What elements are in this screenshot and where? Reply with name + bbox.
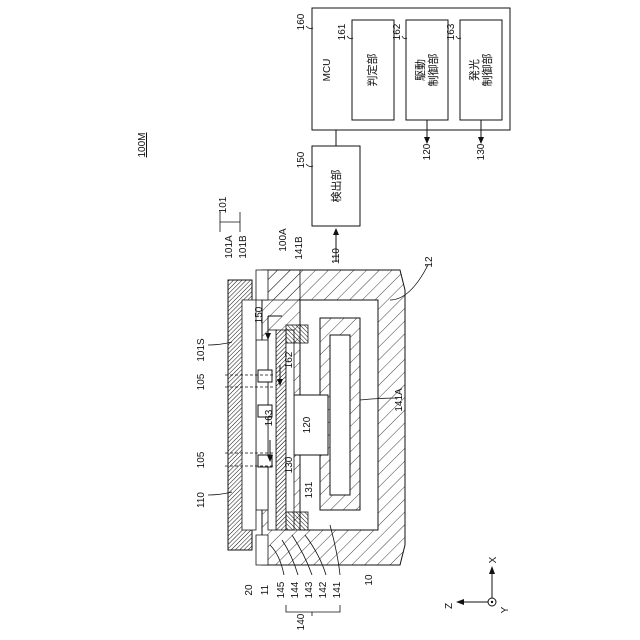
svg-text:130: 130 (284, 456, 295, 473)
judge-label: 判定部 (365, 54, 379, 87)
ref-160: 160 (296, 13, 307, 30)
svg-text:142: 142 (318, 581, 329, 598)
axes-indicator: X Z Y (444, 556, 511, 613)
mcu-label: MCU (322, 59, 333, 82)
svg-text:101B: 101B (238, 235, 249, 259)
svg-text:145: 145 (276, 581, 287, 598)
detect-label: 検出部 (329, 170, 343, 203)
svg-text:144: 144 (290, 581, 301, 598)
ref-120-out: 120 (422, 143, 433, 160)
axis-y-label: Y (500, 606, 511, 613)
ref-120: 120 (302, 416, 313, 433)
svg-text:141B: 141B (294, 236, 305, 260)
svg-text:100A: 100A (278, 228, 289, 252)
emit-label-2: 制御部 (480, 54, 494, 87)
svg-text:105: 105 (196, 451, 207, 468)
svg-text:101A: 101A (224, 235, 235, 259)
axis-z-label: Z (444, 603, 455, 609)
ref-110-in: 110 (331, 248, 342, 264)
svg-text:141A: 141A (394, 388, 405, 412)
svg-text:141: 141 (332, 581, 343, 598)
drive-label-2: 制御部 (426, 54, 440, 87)
svg-text:101: 101 (218, 196, 229, 213)
mcu-block: MCU 判定部 駆動 制御部 発光 制御部 160 161 162 163 (296, 8, 510, 130)
cross-section: 120 (225, 270, 405, 565)
emit-label-1: 発光 (467, 59, 481, 81)
figure-label: 100M (137, 132, 148, 157)
svg-text:12: 12 (424, 256, 435, 268)
detector-block: 検出部 150 (296, 146, 360, 226)
ref-161: 161 (337, 23, 348, 40)
svg-text:105: 105 (196, 373, 207, 390)
svg-text:140: 140 (296, 613, 307, 630)
svg-text:.: . (284, 472, 295, 475)
svg-text:163: 163 (264, 409, 275, 426)
svg-text:101S: 101S (196, 338, 207, 362)
svg-text:11: 11 (260, 584, 271, 595)
svg-text:143: 143 (304, 581, 315, 598)
svg-text:20: 20 (244, 584, 255, 596)
axis-x-label: X (488, 556, 499, 563)
drive-label-1: 駆動 (413, 59, 427, 81)
svg-text:131: 131 (304, 481, 315, 498)
svg-text:162: 162 (284, 351, 295, 368)
ref-162: 162 (392, 23, 403, 40)
svg-text:10: 10 (364, 574, 375, 586)
ref-150: 150 (296, 151, 307, 168)
ref-130-out: 130 (476, 143, 487, 160)
svg-text:150: 150 (254, 306, 265, 323)
svg-text:110: 110 (196, 492, 207, 508)
ref-163: 163 (446, 23, 457, 40)
